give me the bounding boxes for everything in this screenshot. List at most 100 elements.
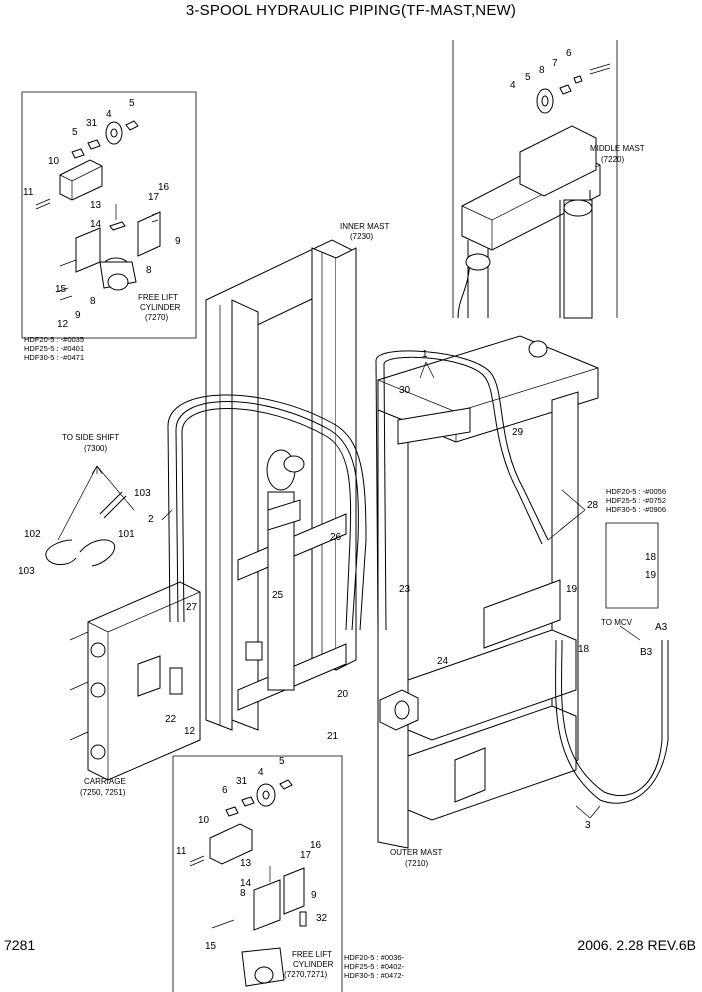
callout-bl-4: 4 <box>258 767 264 778</box>
callout-20: 20 <box>337 689 349 700</box>
callout-tl-31: 31 <box>86 118 98 129</box>
callout-bl-6: 6 <box>222 785 228 796</box>
page-title: 3-SPOOL HYDRAULIC PIPING(TF-MAST,NEW) <box>185 2 517 19</box>
free-lift-cylinder-detail-bottom <box>189 779 307 987</box>
callout-tl-4: 4 <box>106 109 112 120</box>
outer-mast <box>377 335 599 849</box>
callout-bl-14: 14 <box>240 878 252 889</box>
callout-tl-5b: 5 <box>72 127 78 138</box>
free-lift-bottom-caption-3: (7270,7271) <box>284 970 327 979</box>
side-shift-caption: TO SIDE SHIFT <box>62 433 119 442</box>
callout-103a: 103 <box>134 488 151 499</box>
callout-1: 1 <box>422 349 428 360</box>
note-top-left-2: HDF25-5 : -#0401 <box>24 344 84 353</box>
callout-25: 25 <box>272 590 284 601</box>
callout-bl-8: 8 <box>240 888 246 899</box>
callout-mm-4: 4 <box>510 80 516 91</box>
callout-tl-9a: 9 <box>175 236 181 247</box>
outer-mast-caption: OUTER MAST <box>390 848 443 857</box>
callout-24: 24 <box>437 656 449 667</box>
outer-mast-code: (7210) <box>405 859 428 868</box>
middle-mast <box>457 63 611 319</box>
free-lift-top-caption-2: CYLINDER <box>140 303 181 312</box>
hydraulic-hoses <box>45 350 669 804</box>
middle-mast-code: (7220) <box>601 155 624 164</box>
callout-bl-11: 11 <box>176 846 187 857</box>
note-top-left-3: HDF30-5 : -#0471 <box>24 353 84 362</box>
to-mcv-caption: TO MCV <box>601 618 633 627</box>
callout-tl-5: 5 <box>129 98 135 109</box>
callout-19a: 19 <box>645 570 657 581</box>
note-right-2: HDF25-5 : -#0752 <box>606 496 666 505</box>
callout-bl-16: 16 <box>310 840 322 851</box>
callout-mm-7: 7 <box>552 58 558 69</box>
callout-tl-8b: 8 <box>90 296 96 307</box>
callout-tl-17: 17 <box>148 192 160 203</box>
callout-2: 2 <box>148 514 154 525</box>
callout-tl-10: 10 <box>48 156 60 167</box>
carriage-caption: CARRIAGE <box>84 777 126 786</box>
date-revision: 2006. 2.28 REV.6B <box>577 937 696 953</box>
note-bottom-3: HDF30-5 : #0472- <box>344 971 405 980</box>
note-right-1: HDF20-5 : -#0056 <box>606 487 666 496</box>
detail-frame-right-small <box>605 522 659 609</box>
callout-b3: B3 <box>640 647 653 658</box>
callout-23: 23 <box>399 584 411 595</box>
middle-mast-caption: MIDDLE MAST <box>590 144 645 153</box>
callout-29: 29 <box>512 427 524 438</box>
inner-mast <box>205 239 357 731</box>
free-lift-top-caption-3: (7270) <box>145 313 168 322</box>
callout-mm-6: 6 <box>566 48 572 59</box>
detail-frame-bottom <box>172 755 343 992</box>
leader-lines <box>57 361 641 819</box>
note-bottom-2: HDF25-5 : #0402- <box>344 962 405 971</box>
detail-frame-top-left <box>21 91 197 339</box>
callout-a3: A3 <box>655 622 668 633</box>
callout-18b: 18 <box>578 644 590 655</box>
callout-30: 30 <box>399 385 411 396</box>
callout-tl-15: 15 <box>55 284 67 295</box>
callout-bl-17: 17 <box>300 850 312 861</box>
callout-tl-8a: 8 <box>146 265 152 276</box>
callout-tl-9b: 9 <box>75 310 81 321</box>
carriage <box>69 581 201 781</box>
free-lift-bottom-caption-2: CYLINDER <box>293 960 334 969</box>
callout-12: 12 <box>184 726 196 737</box>
free-lift-bottom-caption-1: FREE LIFT <box>292 950 332 959</box>
callout-tl-16: 16 <box>158 182 170 193</box>
callout-27: 27 <box>186 602 198 613</box>
callout-18a: 18 <box>645 552 657 563</box>
free-lift-top-caption-1: FREE LIFT <box>138 293 178 302</box>
detail-frame-top-right <box>452 40 618 318</box>
callout-bl-31: 31 <box>236 776 248 787</box>
callout-bl-5: 5 <box>279 756 285 767</box>
callout-101: 101 <box>118 529 135 540</box>
callout-mm-8: 8 <box>539 65 545 76</box>
inner-mast-caption: INNER MAST <box>340 222 389 231</box>
callout-3: 3 <box>585 820 591 831</box>
callout-tl-14: 14 <box>90 219 102 230</box>
callout-tl-12: 12 <box>57 319 69 330</box>
inner-mast-code: (7230) <box>350 232 373 241</box>
callout-22: 22 <box>165 714 177 725</box>
callout-26: 26 <box>330 532 342 543</box>
callout-19b: 19 <box>566 584 578 595</box>
callout-bl-9: 9 <box>311 890 317 901</box>
note-top-left-1: HDF20-5 : -#0035 <box>24 335 84 344</box>
callout-102: 102 <box>24 529 41 540</box>
callout-21: 21 <box>327 731 339 742</box>
page-code: 7281 <box>4 937 36 953</box>
note-right-3: HDF30-5 : -#0906 <box>606 505 666 514</box>
callout-bl-10: 10 <box>198 815 210 826</box>
callout-bl-13: 13 <box>240 858 252 869</box>
callout-tl-13: 13 <box>90 200 102 211</box>
side-shift-code: (7300) <box>84 444 107 453</box>
callout-tl-11: 11 <box>23 187 34 198</box>
callout-mm-5: 5 <box>525 72 531 83</box>
callout-28: 28 <box>587 500 599 511</box>
note-bottom-1: HDF20-5 : #0036- <box>344 953 405 962</box>
carriage-code: (7250, 7251) <box>80 788 126 797</box>
free-lift-cylinder-detail-top <box>35 120 161 301</box>
callout-bl-15: 15 <box>205 941 217 952</box>
